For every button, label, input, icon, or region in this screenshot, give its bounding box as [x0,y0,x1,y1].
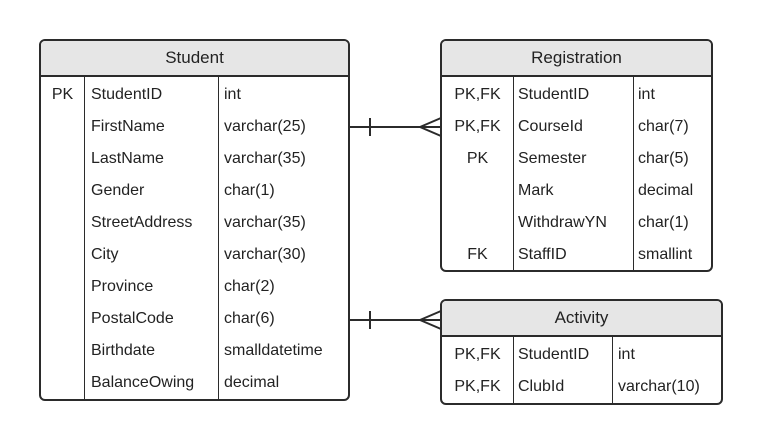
field-key: PK,FK [454,118,501,135]
field-name: Mark [518,182,554,199]
field-row: FirstName varchar(25) [41,111,348,143]
entity-title: Activity [442,301,721,337]
field-key: PK,FK [454,378,501,395]
field-row: PK StudentID int [41,79,348,111]
field-type: decimal [224,374,280,391]
column-divider [84,77,85,399]
field-name: LastName [91,150,164,167]
field-name: FirstName [91,118,165,135]
field-name: City [91,246,119,263]
field-row: Gender char(1) [41,175,348,207]
field-type: char(6) [224,310,275,327]
field-row: Mark decimal [442,175,711,207]
field-type: char(2) [224,278,275,295]
field-type: char(7) [638,118,689,135]
field-type: char(1) [224,182,275,199]
field-key [41,207,84,239]
field-type: int [618,346,635,363]
field-key [41,367,84,399]
field-key: PK,FK [454,346,501,363]
field-name: StudentID [91,86,163,103]
crowfoot-upper [419,310,442,321]
field-key [442,207,513,239]
column-divider [513,337,514,403]
field-type: varchar(10) [618,378,700,395]
entity-title: Student [41,41,348,77]
relationship-student-activity [349,310,442,330]
column-divider [612,337,613,403]
field-name: StaffID [518,246,567,263]
field-name: ClubId [518,378,565,395]
field-name: PostalCode [91,310,174,327]
field-key: PK [51,86,74,103]
field-key: PK,FK [454,86,501,103]
field-row: LastName varchar(35) [41,143,348,175]
field-name: CourseId [518,118,583,135]
field-key: FK [467,246,488,263]
field-type: decimal [638,182,694,199]
field-name: WithdrawYN [518,214,607,231]
field-type: smallint [638,246,693,263]
field-type: char(1) [638,214,689,231]
field-row: Province char(2) [41,271,348,303]
field-name: Province [91,278,154,295]
field-row: City varchar(30) [41,239,348,271]
field-type: int [224,86,241,103]
field-type: int [638,86,655,103]
field-row: PK,FK StudentID int [442,339,721,371]
field-type: smalldatetime [224,342,323,359]
field-row: Birthdate smalldatetime [41,335,348,367]
field-key [41,143,84,175]
field-name: Gender [91,182,145,199]
field-name: Birthdate [91,342,156,359]
field-type: varchar(25) [224,118,306,135]
field-type: char(5) [638,150,689,167]
field-type: varchar(30) [224,246,306,263]
field-name: StudentID [518,346,590,363]
column-divider [218,77,219,399]
field-key [41,271,84,303]
field-row: PK,FK StudentID int [442,79,711,111]
field-row: BalanceOwing decimal [41,367,348,399]
column-divider [513,77,514,270]
column-divider [633,77,634,270]
field-key: PK [466,150,489,167]
field-key [41,111,84,143]
field-type: varchar(35) [224,214,306,231]
field-row: PostalCode char(6) [41,303,348,335]
crowfoot-upper [419,117,442,128]
crowfoot-lower [419,319,442,330]
field-row: FK StaffID smallint [442,239,711,270]
field-key [41,239,84,271]
field-name: StudentID [518,86,590,103]
field-name: BalanceOwing [91,374,195,391]
field-row: PK Semester char(5) [442,143,711,175]
field-row: WithdrawYN char(1) [442,207,711,239]
field-key [41,303,84,335]
crowfoot-lower [419,126,442,137]
field-key [41,175,84,207]
field-row: PK,FK CourseId char(7) [442,111,711,143]
entity-title: Registration [442,41,711,77]
field-name: Semester [518,150,587,167]
field-row: StreetAddress varchar(35) [41,207,348,239]
field-key [442,175,513,207]
field-row: PK,FK ClubId varchar(10) [442,371,721,403]
field-type: varchar(35) [224,150,306,167]
relationship-student-registration [349,117,442,137]
field-name: StreetAddress [91,214,193,231]
field-key [41,335,84,367]
